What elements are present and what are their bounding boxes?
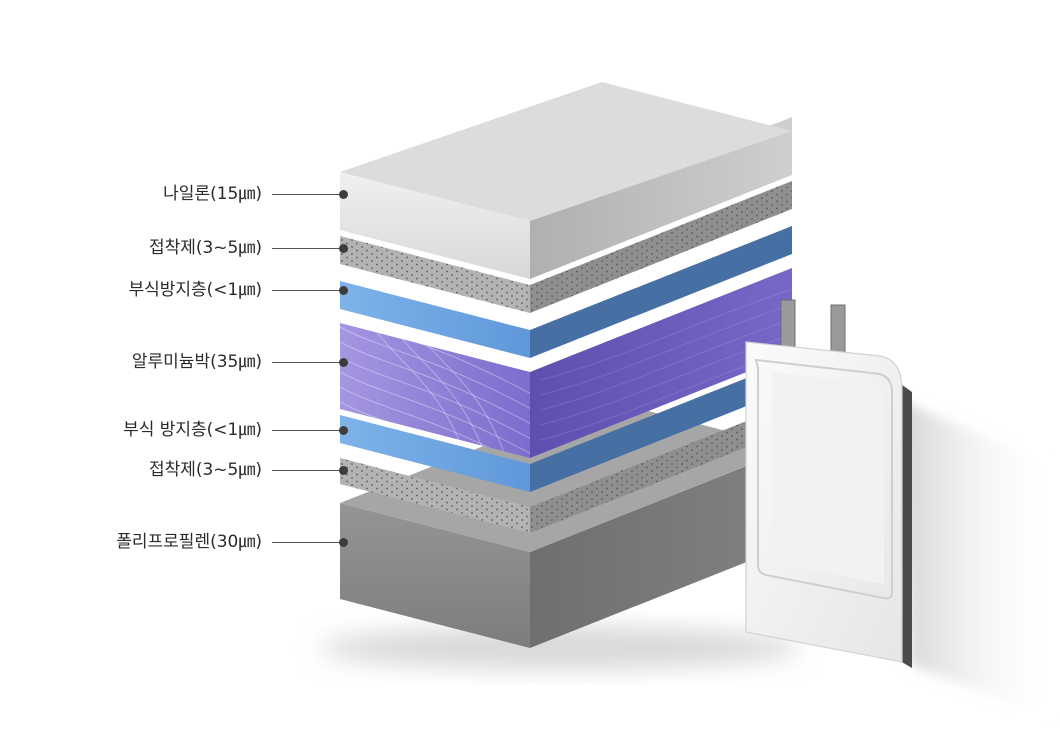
leader-line — [272, 470, 343, 471]
layer-label-anti-corrosion-upper: 부식방지층(<1㎛) — [128, 280, 262, 300]
leader-dot — [339, 244, 348, 253]
pouch-tab-left — [780, 299, 796, 349]
layer-adhesive-lower — [340, 403, 792, 533]
layer-label-nylon: 나일론(15㎛) — [163, 184, 262, 204]
layer-label-adhesive-lower: 접착제(3~5㎛) — [148, 460, 262, 480]
leader-dot — [339, 538, 348, 547]
layer-label-adhesive-upper: 접착제(3~5㎛) — [148, 238, 262, 258]
stack-ground-shadow — [320, 626, 800, 670]
layer-nylon — [340, 82, 792, 279]
leader-line — [272, 248, 343, 249]
layer-anti-corrosion-lower — [340, 360, 792, 492]
layer-label-polypropylene: 폴리프로필렌(30㎛) — [116, 532, 262, 552]
leader-line — [272, 362, 343, 363]
leader-dot — [339, 286, 348, 295]
layer-adhesive-upper — [340, 181, 792, 313]
pouch-tab-right — [830, 304, 846, 354]
leader-line — [272, 430, 343, 431]
leader-line — [272, 194, 343, 195]
layer-label-anti-corrosion-lower: 부식 방지층(<1㎛) — [123, 420, 262, 440]
leader-line — [272, 290, 343, 291]
pouch-cast-shadow — [900, 400, 1060, 720]
leader-dot — [339, 358, 348, 367]
layer-anti-corrosion-upper — [340, 226, 792, 358]
leader-line — [272, 542, 343, 543]
pouch-cell-illustration — [745, 299, 1060, 720]
leader-dot — [339, 190, 348, 199]
leader-dot — [339, 466, 348, 475]
layer-aluminum-foil — [340, 268, 792, 458]
layer-label-aluminum-foil: 알루미늄박(35㎛) — [131, 352, 262, 372]
leader-dot — [339, 426, 348, 435]
